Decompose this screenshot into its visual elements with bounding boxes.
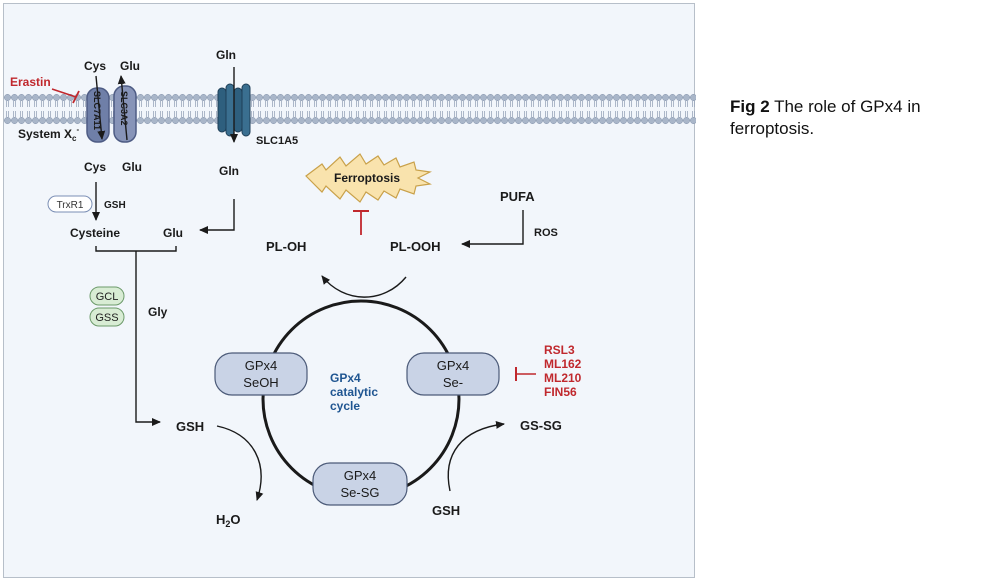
slc1a5-transporter (217, 83, 251, 137)
inhibitor-ml210: ML210 (544, 371, 582, 385)
caption-fig-label: Fig 2 (730, 97, 770, 116)
gpx4-se-node (406, 352, 500, 396)
cycle-label-line1: GPx4 (330, 371, 361, 385)
gpx4-se-line2: Se- (443, 375, 463, 390)
pufa-label: PUFA (500, 189, 535, 204)
gly-label: Gly (148, 305, 168, 319)
gpx4-se-line1: GPx4 (437, 358, 470, 373)
cys-intracellular-label: Cys (84, 160, 106, 174)
gln-intracellular-label: Gln (219, 164, 239, 178)
gpx4-seoh-node (214, 352, 308, 396)
plooh-reduction-arrow (321, 275, 407, 298)
erastin-inhibit-line (51, 88, 77, 98)
cys-extracellular-label: Cys (84, 59, 106, 73)
gpx4-sesg-line1: GPx4 (344, 468, 377, 483)
cycle-label-line3: cycle (330, 399, 360, 413)
pl-ooh-label: PL-OOH (390, 239, 441, 254)
gpx4-sesg-node (312, 462, 408, 506)
gpx4-seoh-line1: GPx4 (245, 358, 278, 373)
trxr1-label: TrxR1 (57, 200, 84, 211)
system-xc-label: System Xc- (18, 125, 79, 143)
trxr1-badge (47, 195, 93, 213)
cycle-label-line2: catalytic (330, 385, 378, 399)
figure-panel: SLC7A11 SLC3A2 Cys Glu Erastin System Xc… (3, 3, 696, 578)
h2o-label: H2O (216, 512, 241, 529)
glu-intracellular-label: Glu (122, 160, 142, 174)
gss-enzyme (89, 307, 125, 327)
gsh-cofactor-label: GSH (104, 200, 126, 211)
gs-sg-label: GS-SG (520, 418, 562, 433)
gln-extracellular-label: Gln (216, 48, 236, 62)
erastin-label: Erastin (10, 75, 51, 89)
gsh-to-gssg-arrow (447, 420, 505, 492)
pl-oh-label: PL-OH (266, 239, 306, 254)
gsh-main-label: GSH (176, 419, 204, 434)
gcl-label: GCL (96, 291, 119, 303)
inhibitor-fin56: FIN56 (544, 385, 577, 399)
slc1a5-label: SLC1A5 (256, 135, 298, 147)
ros-label: ROS (534, 227, 558, 239)
gsh-bottom-label: GSH (432, 503, 460, 518)
cysteine-label: Cysteine (70, 226, 120, 240)
inhibitor-rsl3: RSL3 (544, 343, 575, 357)
glu-export-arrow (117, 75, 128, 141)
gsh-to-h2o-arrow (216, 425, 264, 501)
ferroptosis-label: Ferroptosis (334, 171, 400, 185)
gcl-enzyme (89, 286, 125, 306)
gpx4-sesg-line2: Se-SG (340, 485, 379, 500)
gss-label: GSS (95, 312, 118, 324)
gpx4-seoh-line2: SeOH (243, 375, 278, 390)
slc7a11-label: SLC7A11 (92, 91, 102, 130)
gsh-synthesis-path (95, 246, 177, 422)
glu-extracellular-label: Glu (120, 59, 140, 73)
caption-text: The role of GPx4 in ferroptosis. (730, 97, 921, 138)
pufa-to-ploh-arrow (461, 210, 524, 248)
gln-to-glu-arrow (199, 199, 235, 234)
pathway-diagram: SLC7A11 SLC3A2 Cys Glu Erastin System Xc… (4, 48, 696, 529)
ferroptosis-burst (305, 153, 432, 203)
glu-mid-label: Glu (163, 226, 183, 240)
figure-caption: Fig 2 The role of GPx4 in ferroptosis. (730, 96, 970, 140)
inhibitor-ml162: ML162 (544, 357, 582, 371)
cys-import-arrow (95, 75, 106, 140)
